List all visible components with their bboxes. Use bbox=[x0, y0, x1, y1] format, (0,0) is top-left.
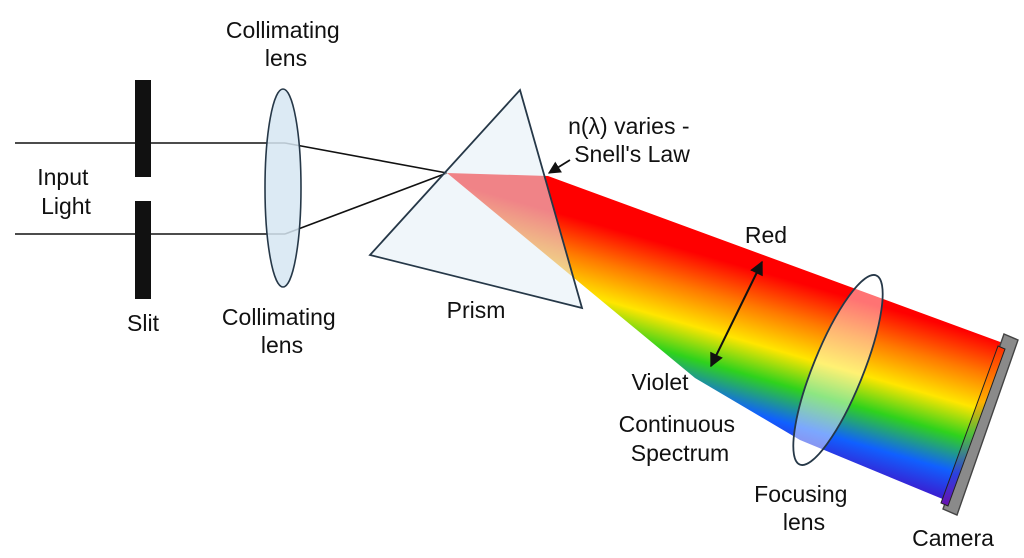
slit-label: Slit bbox=[127, 310, 160, 336]
focusing-lens-line2: lens bbox=[783, 509, 825, 535]
violet-label: Violet bbox=[631, 369, 689, 395]
input-light-label: Input Light bbox=[37, 164, 95, 219]
converging-ray-top bbox=[284, 142, 448, 174]
slit-blade-bottom bbox=[135, 201, 151, 299]
camera bbox=[940, 333, 1019, 516]
input-light-label-line2: Light bbox=[41, 193, 91, 219]
collimating-lens-top-line2: lens bbox=[265, 45, 307, 71]
focusing-lens-label: Focusing lens bbox=[754, 481, 854, 535]
red-label: Red bbox=[745, 222, 787, 248]
snell-annotation-line1: n(λ) varies - bbox=[568, 113, 689, 139]
collimating-lens-label-bottom: Collimating lens bbox=[222, 304, 342, 358]
continuous-spectrum-line1: Continuous bbox=[619, 411, 735, 437]
snell-pointer-arrow bbox=[547, 159, 571, 174]
slit bbox=[135, 80, 151, 299]
continuous-spectrum-label: Continuous Spectrum bbox=[619, 411, 742, 466]
prism bbox=[368, 88, 584, 310]
spectrum-span-arrow bbox=[710, 260, 763, 368]
camera-label: Camera bbox=[912, 525, 994, 551]
input-light-label-line1: Input bbox=[37, 164, 89, 190]
collimating-lens-bottom-line2: lens bbox=[261, 332, 303, 358]
focusing-lens-line1: Focusing bbox=[754, 481, 847, 507]
slit-blade-top bbox=[135, 80, 151, 177]
focusing-lens bbox=[792, 274, 884, 466]
snell-annotation: n(λ) varies - Snell's Law bbox=[568, 113, 696, 167]
collimating-lens-bottom-line1: Collimating bbox=[222, 304, 336, 330]
collimating-lens-label-top: Collimating lens bbox=[226, 17, 346, 71]
prism-label: Prism bbox=[447, 297, 506, 323]
snell-annotation-line2: Snell's Law bbox=[574, 141, 690, 167]
continuous-spectrum-line2: Spectrum bbox=[631, 440, 729, 466]
collimating-lens bbox=[264, 88, 302, 288]
camera-sensor bbox=[940, 345, 1006, 507]
converging-ray-bottom bbox=[284, 172, 448, 235]
collimating-lens-top-line1: Collimating bbox=[226, 17, 340, 43]
